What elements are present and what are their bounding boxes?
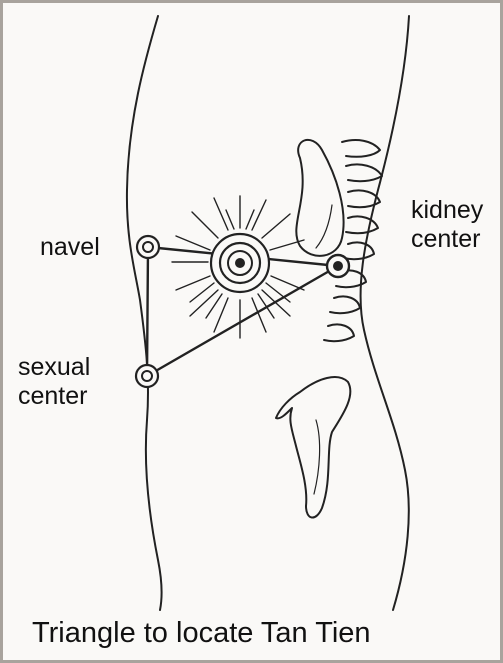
kidney-center-label-line2: center <box>411 225 483 254</box>
navel-label: navel <box>40 233 100 262</box>
body-back-outline <box>361 16 409 610</box>
navel-point <box>137 236 159 258</box>
tan-tien-center <box>211 234 269 292</box>
kidney-organ <box>296 140 343 256</box>
pelvis-bone <box>276 377 350 518</box>
body-front-outline <box>127 16 162 610</box>
sexual-center-label: sexual center <box>18 353 90 411</box>
kidney-center-point <box>327 255 349 277</box>
sexual-center-label-line2: center <box>18 382 90 411</box>
figure-caption: Triangle to locate Tan Tien <box>32 617 371 650</box>
sexual-center-point <box>136 365 158 387</box>
kidney-center-label: kidney center <box>411 196 483 254</box>
pelvis-inner-line <box>314 420 320 494</box>
kidney-inner-shading <box>316 205 332 248</box>
kidney-center-label-line1: kidney <box>411 196 483 225</box>
sexual-center-label-line1: sexual <box>18 353 90 382</box>
